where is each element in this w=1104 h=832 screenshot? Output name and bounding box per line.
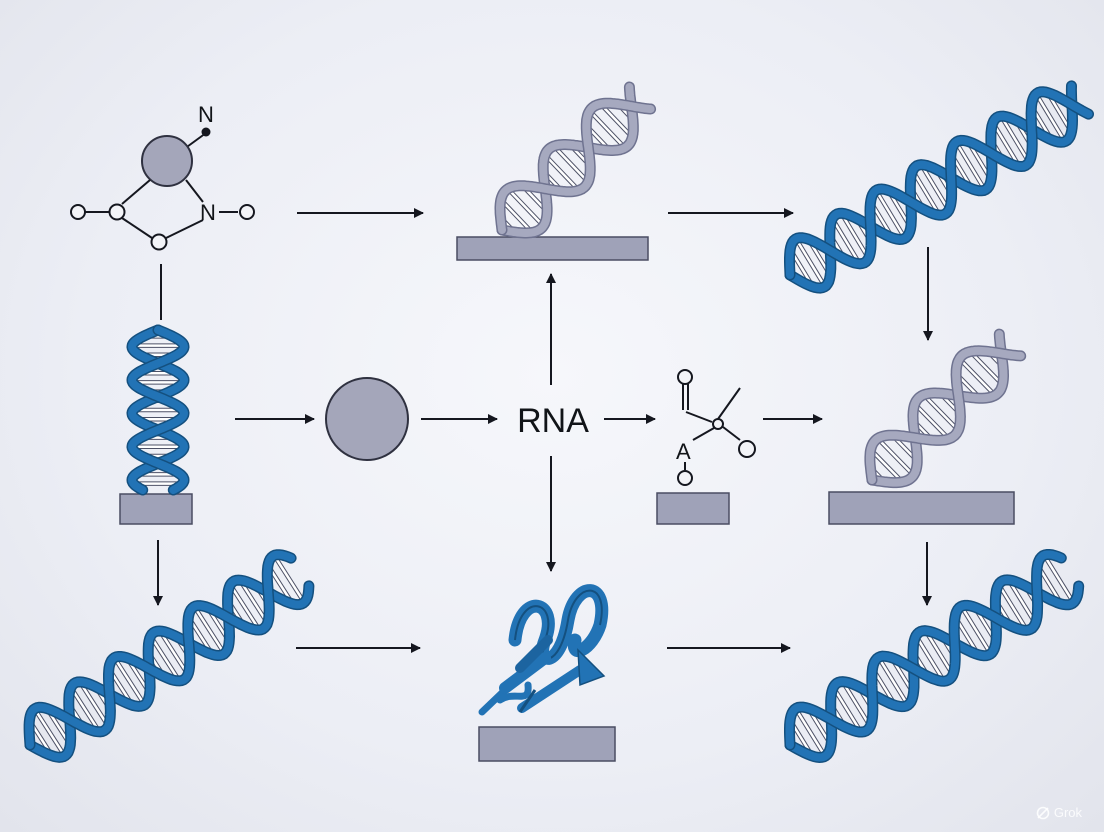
dna-helix-grey-right-middle: [870, 334, 1021, 483]
protein-alpha-helix-icon: [482, 591, 604, 712]
rna-label: RNA: [517, 402, 589, 440]
grok-logo-icon: [1036, 806, 1050, 820]
platform-right-middle: [829, 492, 1014, 524]
watermark: Grok: [1036, 805, 1082, 820]
platform-center-right: [657, 493, 729, 524]
molecule-label-n-top: N: [198, 102, 214, 127]
base-pair: [959, 359, 995, 396]
molecule-label-a: A: [676, 439, 691, 464]
molecule-label-n-right: N: [200, 200, 216, 225]
circle-node-center: [326, 378, 408, 460]
dna-helix-grey-top-middle: [500, 87, 651, 233]
platform-left-middle: [120, 494, 192, 524]
base-pair: [590, 111, 625, 148]
dna-helix-blue-left-middle: [132, 330, 184, 490]
watermark-text: Grok: [1054, 805, 1082, 820]
dna-helix-blue-top-right: [790, 86, 1089, 288]
base-pair: [508, 189, 544, 226]
base-pair: [878, 439, 914, 476]
dna-helix-blue-bottom-left: [29, 555, 309, 758]
strand-outline: [790, 92, 1089, 275]
platform-top-middle: [457, 237, 648, 260]
molecule-structure-center-right: [678, 370, 755, 485]
molecule-structure-top-left: [71, 128, 254, 321]
platform-bottom-middle: [479, 727, 615, 761]
dna-helix-blue-bottom-right: [790, 555, 1079, 758]
